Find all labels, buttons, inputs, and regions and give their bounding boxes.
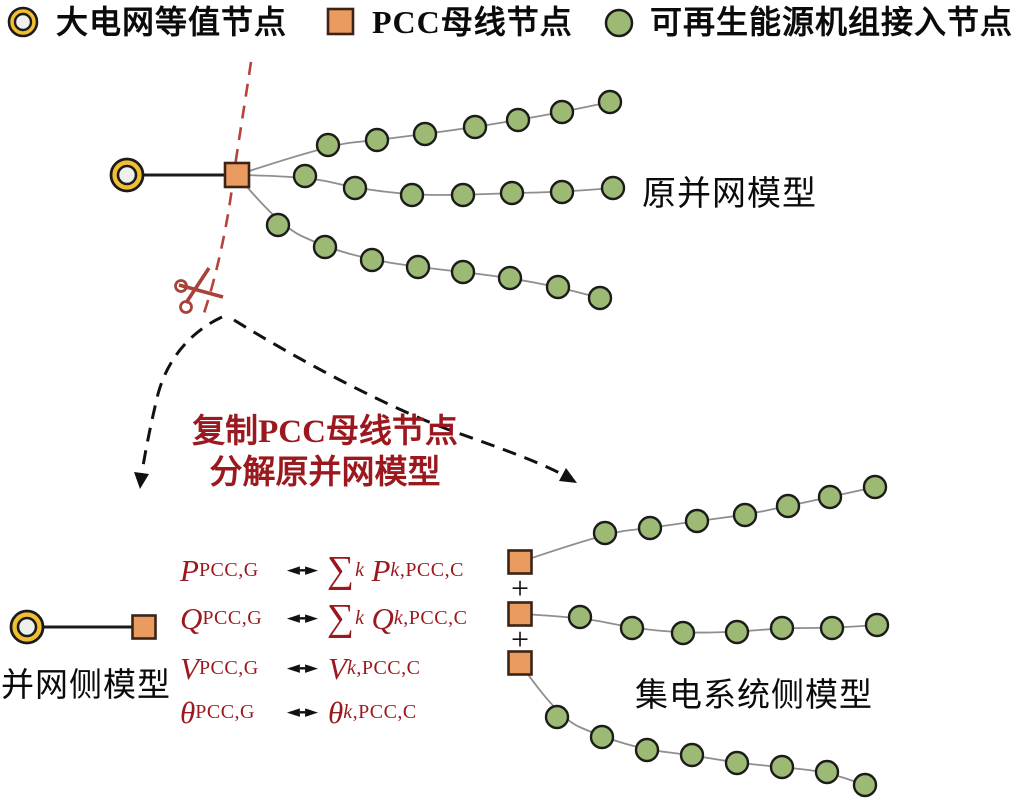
renewable-node: [499, 180, 525, 206]
scissors-icon: [174, 267, 224, 314]
renewable-node: [775, 493, 801, 519]
renewable-node: [549, 99, 575, 125]
decompose-arrow-left: [134, 315, 223, 489]
renewable-node: [544, 704, 570, 730]
renewable-node: [769, 754, 795, 780]
renewable-node: [587, 285, 613, 311]
renewable-node: [505, 107, 531, 133]
renewable-node: [450, 182, 476, 208]
renewable-node: [684, 508, 710, 534]
renewable-node: [852, 772, 878, 798]
renewable-node: [592, 520, 618, 546]
renewable-node: [634, 737, 660, 763]
renewable-node: [462, 114, 488, 140]
feeder-line: [236, 101, 611, 176]
bidirectional-arrow-icon: ◄-►: [286, 658, 318, 678]
action-line-1: 复制PCC母线节点: [192, 414, 458, 450]
bidirectional-arrow-icon: ◄-►: [286, 608, 318, 628]
renewable-node: [342, 175, 368, 201]
renewable-node: [864, 612, 890, 638]
decompose-arrow-right: [233, 318, 577, 483]
renewable-node: [724, 750, 750, 776]
renewable-node: [732, 502, 758, 528]
renewable-node: [817, 484, 843, 510]
cut-line: [201, 61, 253, 317]
renewable-node: [819, 615, 845, 641]
renewable-node: [292, 163, 318, 189]
renewable-node: [600, 175, 626, 201]
renewable-node: [549, 179, 575, 205]
feeder-line: [519, 486, 876, 563]
legend-item-pcc-node: PCC母线节点: [324, 3, 573, 41]
renewable-node: [814, 759, 840, 785]
renewable-node: [597, 89, 623, 115]
renewable-node: [567, 604, 593, 630]
renewable-node: [399, 182, 425, 208]
renewable-node: [265, 212, 291, 238]
renewable-node-icon: [604, 8, 634, 38]
collection-side-model-label: 集电系统侧模型: [635, 678, 873, 714]
renewable-node: [670, 620, 696, 646]
original-model-label: 原并网模型: [642, 176, 817, 213]
plus-sign: +: [511, 621, 529, 657]
renewable-node: [769, 615, 795, 641]
legend-item-renewable-node: 可再生能源机组接入节点: [602, 3, 1013, 41]
renewable-node: [724, 619, 750, 645]
pcc-bus-node-copy: [507, 601, 533, 627]
pcc-bus-node-icon: [326, 7, 355, 36]
pcc-bus-node-copy: [507, 549, 533, 575]
renewable-node: [450, 259, 476, 285]
renewable-node: [679, 742, 705, 768]
pcc-bus-node: [223, 161, 251, 189]
action-line-2: 分解原并网模型: [209, 455, 441, 491]
renewable-node: [315, 132, 341, 158]
legend-item-grid-node: 大电网等值节点: [4, 3, 287, 41]
grid-equivalent-node-icon: [7, 6, 39, 38]
renewable-node: [364, 127, 390, 153]
pcc-bus-node: [131, 614, 157, 640]
renewable-node: [589, 724, 615, 750]
renewable-node: [862, 474, 888, 500]
renewable-node: [545, 274, 571, 300]
renewable-node: [497, 265, 523, 291]
renewable-node: [412, 121, 438, 147]
pcc-bus-node-copy: [507, 650, 533, 676]
bidirectional-arrow-icon: ◄-►: [286, 702, 318, 722]
feeder-line: [519, 613, 878, 634]
renewable-node: [359, 247, 385, 273]
legend-label: PCC母线节点: [372, 4, 573, 40]
renewable-node: [405, 254, 431, 280]
feeder-line: [236, 174, 614, 196]
decompose-action-text: 复制PCC母线节点 分解原并网模型: [174, 412, 476, 494]
grid-side-model-label: 并网侧模型: [1, 668, 171, 704]
legend-label: 大电网等值节点: [56, 4, 288, 40]
plus-sign: +: [511, 570, 529, 606]
legend-label: 可再生能源机组接入节点: [650, 4, 1014, 40]
renewable-node: [312, 234, 338, 260]
renewable-node: [619, 615, 645, 641]
bidirectional-arrow-icon: ◄-►: [286, 560, 318, 580]
grid-equivalent-node-core: [116, 164, 138, 186]
renewable-node: [637, 515, 663, 541]
grid-equivalent-node-core: [16, 616, 38, 638]
